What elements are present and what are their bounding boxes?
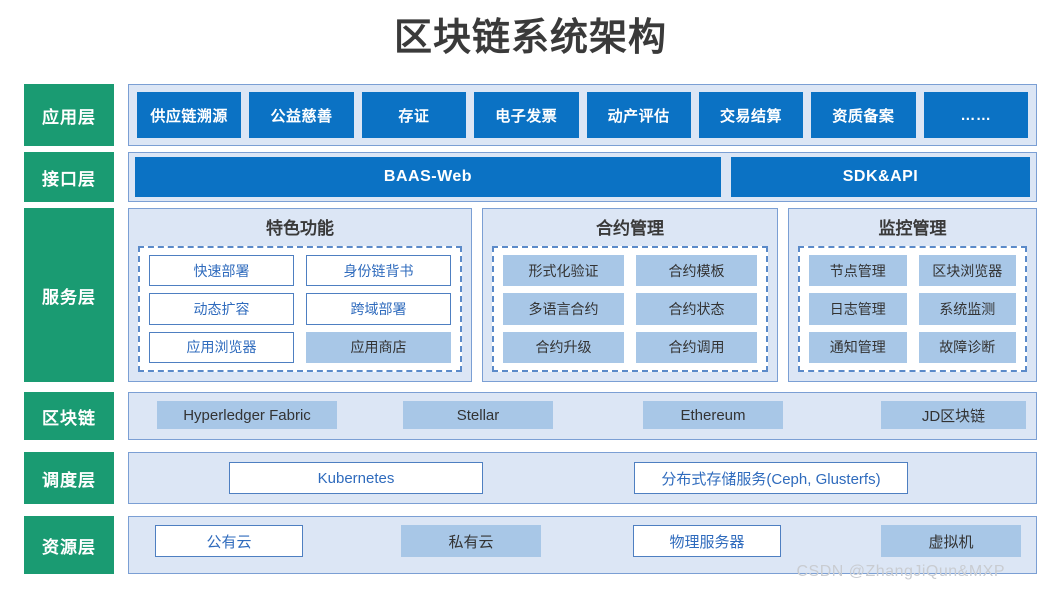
service-group-title-monitoring: 监控管理 xyxy=(878,219,947,238)
service-chip-node-management[interactable]: 节点管理 xyxy=(809,255,907,287)
layer-label-application: 应用层 xyxy=(24,84,114,146)
app-chip-more[interactable]: …… xyxy=(923,92,1028,138)
schedule-layer-band: Kubernetes 分布式存储服务(Ceph, Glusterfs) xyxy=(128,452,1037,504)
service-chip-log-management[interactable]: 日志管理 xyxy=(809,293,907,325)
layer-label-interface: 接口层 xyxy=(24,152,114,202)
service-chip-app-browser[interactable]: 应用浏览器 xyxy=(149,331,294,363)
schedule-chip-distributed-storage[interactable]: 分布式存储服务(Ceph, Glusterfs) xyxy=(634,462,908,494)
service-chip-contract-template[interactable]: 合约模板 xyxy=(636,255,757,287)
resource-layer-band: 公有云 私有云 物理服务器 虚拟机 xyxy=(128,516,1037,574)
app-chip-e-invoice[interactable]: 电子发票 xyxy=(474,92,579,138)
service-chip-fast-deploy[interactable]: 快速部署 xyxy=(149,255,294,287)
service-chip-contract-state[interactable]: 合约状态 xyxy=(636,293,757,325)
resource-chip-virtual-machine[interactable]: 虚拟机 xyxy=(881,525,1021,557)
blockchain-chip-ethereum[interactable]: Ethereum xyxy=(643,401,783,429)
service-group-body-monitoring: 节点管理 区块浏览器 日志管理 系统监测 通知管理 故障诊断 xyxy=(798,246,1027,372)
service-group-features: 特色功能 快速部署 身份链背书 动态扩容 跨域部署 应用浏览器 应用商店 xyxy=(128,208,472,382)
blockchain-chip-jd-blockchain[interactable]: JD区块链 xyxy=(881,401,1026,429)
layer-row-resource: 资源层 公有云 私有云 物理服务器 虚拟机 xyxy=(24,516,1037,574)
service-group-title-features: 特色功能 xyxy=(266,219,334,238)
layer-row-interface: 接口层 BAAS-Web SDK&API xyxy=(24,152,1037,202)
service-group-contract: 合约管理 形式化验证 合约模板 多语言合约 合约状态 合约升级 合约调用 xyxy=(482,208,778,382)
service-chip-multilang-contract[interactable]: 多语言合约 xyxy=(503,293,624,325)
layer-row-application: 应用层 供应链溯源 公益慈善 存证 电子发票 动产评估 交易结算 资质备案 …… xyxy=(24,84,1037,146)
service-chip-formal-verification[interactable]: 形式化验证 xyxy=(503,255,624,287)
blockchain-chip-stellar[interactable]: Stellar xyxy=(403,401,553,429)
page-title: 区块链系统架构 xyxy=(393,17,667,59)
app-chip-evidence[interactable]: 存证 xyxy=(361,92,467,138)
interface-chip-sdk-api[interactable]: SDK&API xyxy=(731,157,1030,197)
interface-chip-baas-web[interactable]: BAAS-Web xyxy=(135,157,721,197)
service-group-title-contract: 合约管理 xyxy=(596,219,664,238)
blockchain-layer-band: Hyperledger Fabric Stellar Ethereum JD区块… xyxy=(128,392,1037,440)
service-layer-band: 特色功能 快速部署 身份链背书 动态扩容 跨域部署 应用浏览器 应用商店 合约管… xyxy=(128,208,1037,382)
service-group-body-features: 快速部署 身份链背书 动态扩容 跨域部署 应用浏览器 应用商店 xyxy=(138,246,462,372)
resource-chip-public-cloud[interactable]: 公有云 xyxy=(155,525,303,557)
blockchain-chip-hyperledger-fabric[interactable]: Hyperledger Fabric xyxy=(157,401,337,429)
app-chip-chattel-valuation[interactable]: 动产评估 xyxy=(586,92,691,138)
layer-label-schedule: 调度层 xyxy=(24,452,114,504)
layer-label-blockchain: 区块链 xyxy=(24,392,114,440)
service-chip-fault-diagnosis[interactable]: 故障诊断 xyxy=(918,331,1016,363)
schedule-chip-kubernetes[interactable]: Kubernetes xyxy=(229,462,483,494)
service-chip-contract-invoke[interactable]: 合约调用 xyxy=(636,331,757,363)
service-group-body-contract: 形式化验证 合约模板 多语言合约 合约状态 合约升级 合约调用 xyxy=(492,246,768,372)
service-group-monitoring: 监控管理 节点管理 区块浏览器 日志管理 系统监测 通知管理 故障诊断 xyxy=(788,208,1037,382)
layer-label-resource: 资源层 xyxy=(24,516,114,574)
resource-chip-private-cloud[interactable]: 私有云 xyxy=(401,525,541,557)
app-chip-supply-chain[interactable]: 供应链溯源 xyxy=(137,92,242,138)
blockchain-track: Hyperledger Fabric Stellar Ethereum JD区块… xyxy=(129,393,1036,439)
service-chip-dynamic-scaling[interactable]: 动态扩容 xyxy=(149,293,294,325)
app-chip-qualification-filing[interactable]: 资质备案 xyxy=(811,92,916,138)
service-chip-app-store[interactable]: 应用商店 xyxy=(306,331,451,363)
app-chip-trade-settlement[interactable]: 交易结算 xyxy=(698,92,804,138)
layer-row-blockchain: 区块链 Hyperledger Fabric Stellar Ethereum … xyxy=(24,392,1037,440)
layer-row-service: 服务层 特色功能 快速部署 身份链背书 动态扩容 跨域部署 应用浏览器 应用商店… xyxy=(24,208,1037,382)
schedule-track: Kubernetes 分布式存储服务(Ceph, Glusterfs) xyxy=(129,453,1036,503)
service-chip-system-monitoring[interactable]: 系统监测 xyxy=(918,293,1016,325)
resource-track: 公有云 私有云 物理服务器 虚拟机 xyxy=(129,517,1036,573)
app-chip-charity[interactable]: 公益慈善 xyxy=(249,92,354,138)
service-chip-cross-domain-deploy[interactable]: 跨域部署 xyxy=(306,293,451,325)
resource-chip-physical-server[interactable]: 物理服务器 xyxy=(633,525,781,557)
layer-row-schedule: 调度层 Kubernetes 分布式存储服务(Ceph, Glusterfs) xyxy=(24,452,1037,504)
application-layer-band: 供应链溯源 公益慈善 存证 电子发票 动产评估 交易结算 资质备案 …… xyxy=(128,84,1037,146)
service-chip-notification-management[interactable]: 通知管理 xyxy=(809,331,907,363)
service-chip-contract-upgrade[interactable]: 合约升级 xyxy=(503,331,624,363)
layer-label-service: 服务层 xyxy=(24,208,114,382)
service-chip-block-explorer[interactable]: 区块浏览器 xyxy=(918,255,1016,287)
interface-layer-band: BAAS-Web SDK&API xyxy=(128,152,1037,202)
service-chip-identity-endorsement[interactable]: 身份链背书 xyxy=(306,255,451,287)
